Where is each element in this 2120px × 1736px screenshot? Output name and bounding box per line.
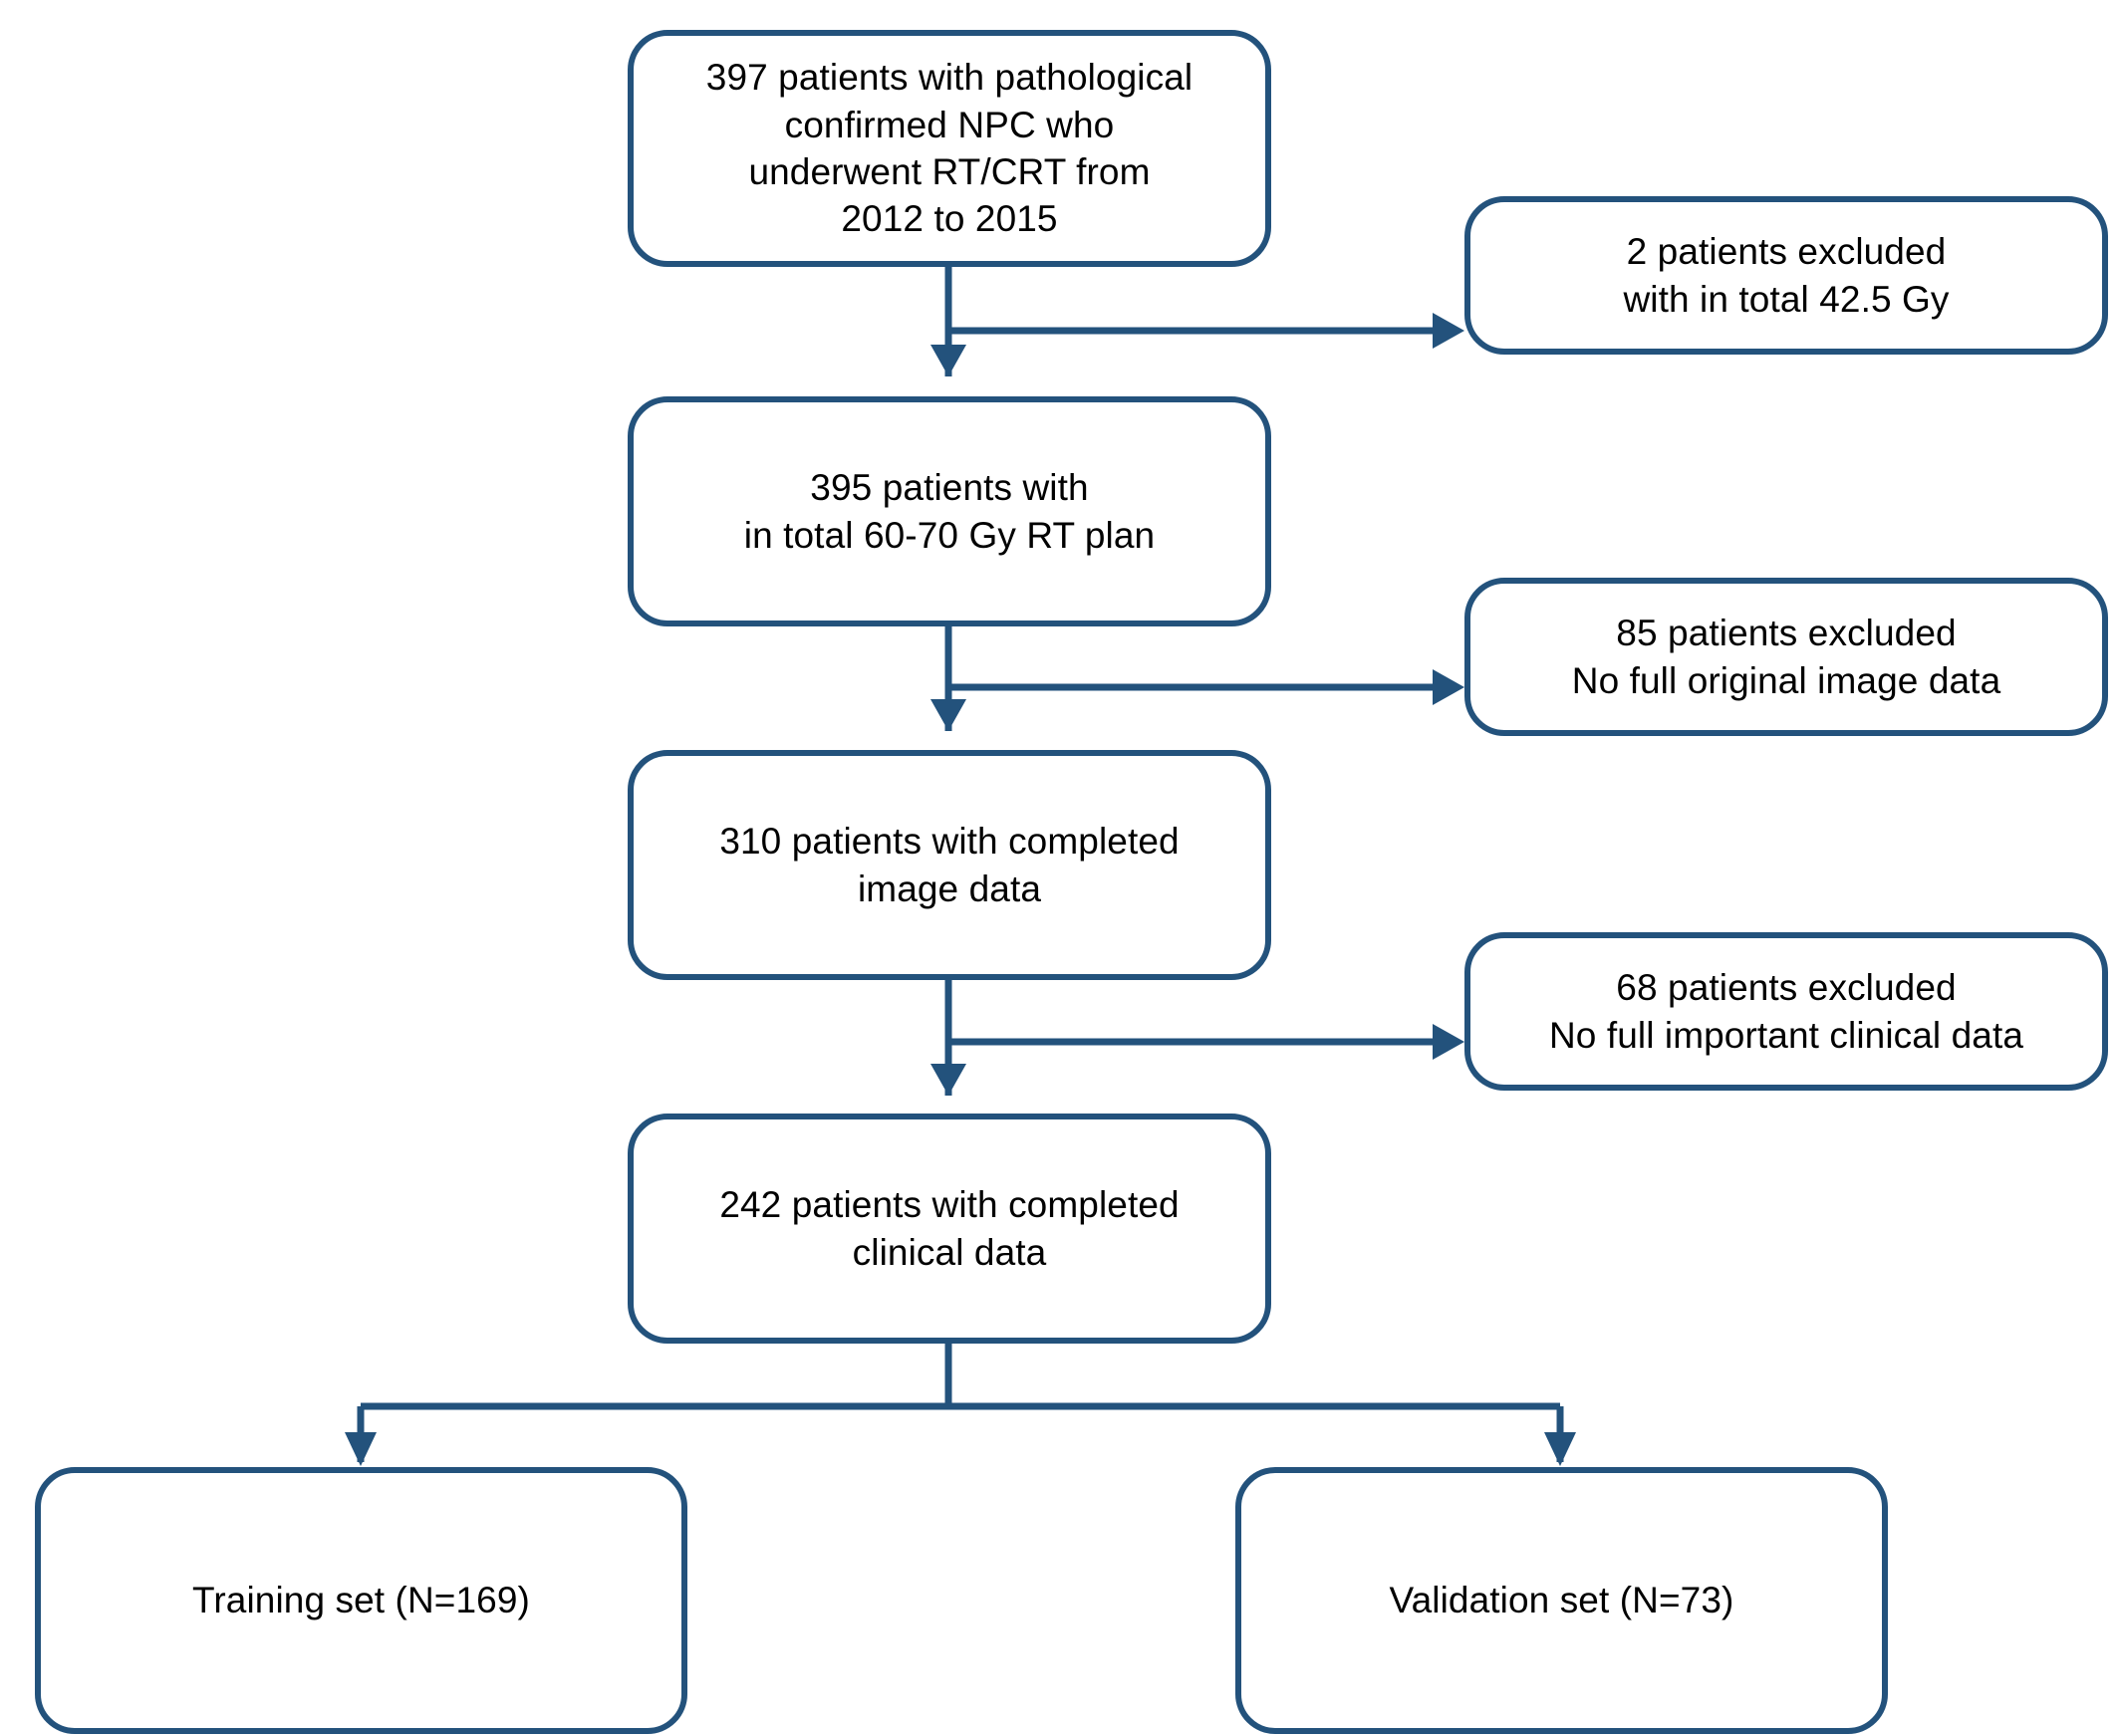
connector-image-to-exclusion-clinical bbox=[948, 1024, 1464, 1060]
node-cohort-clinical-label: 242 patients with completed clinical dat… bbox=[719, 1184, 1180, 1273]
node-cohort-rtplan[interactable]: 395 patients with in total 60-70 Gy RT p… bbox=[628, 396, 1271, 626]
connector-rtplan-to-image bbox=[930, 626, 966, 731]
node-exclusion-image-label: 85 patients excluded No full original im… bbox=[1571, 613, 2001, 701]
connector-initial-to-rtplan bbox=[930, 267, 966, 376]
connector-initial-to-exclusion-dose bbox=[948, 313, 1464, 349]
node-exclusion-clinical[interactable]: 68 patients excluded No full important c… bbox=[1464, 932, 2108, 1091]
node-split-training-label: Training set (N=169) bbox=[192, 1580, 530, 1621]
connector-image-to-clinical bbox=[930, 980, 966, 1096]
node-exclusion-image[interactable]: 85 patients excluded No full original im… bbox=[1464, 578, 2108, 736]
connector-clinical-split bbox=[345, 1344, 1576, 1466]
node-split-validation-label: Validation set (N=73) bbox=[1389, 1580, 1734, 1621]
node-cohort-clinical[interactable]: 242 patients with completed clinical dat… bbox=[628, 1114, 1271, 1344]
node-exclusion-dose[interactable]: 2 patients excluded with in total 42.5 G… bbox=[1464, 196, 2108, 355]
node-cohort-image-label: 310 patients with completed image data bbox=[719, 821, 1180, 909]
node-cohort-image[interactable]: 310 patients with completed image data bbox=[628, 750, 1271, 980]
node-cohort-initial-label: 397 patients with pathological confirmed… bbox=[705, 57, 1193, 240]
node-cohort-rtplan-label: 395 patients with in total 60-70 Gy RT p… bbox=[743, 467, 1156, 556]
node-exclusion-dose-label: 2 patients excluded with in total 42.5 G… bbox=[1623, 231, 1950, 320]
node-exclusion-clinical-label: 68 patients excluded No full important c… bbox=[1548, 967, 2024, 1056]
node-cohort-initial[interactable]: 397 patients with pathological confirmed… bbox=[628, 30, 1271, 267]
node-split-validation[interactable]: Validation set (N=73) bbox=[1235, 1467, 1888, 1734]
node-split-training[interactable]: Training set (N=169) bbox=[35, 1467, 687, 1734]
connector-rtplan-to-exclusion-image bbox=[948, 669, 1464, 705]
